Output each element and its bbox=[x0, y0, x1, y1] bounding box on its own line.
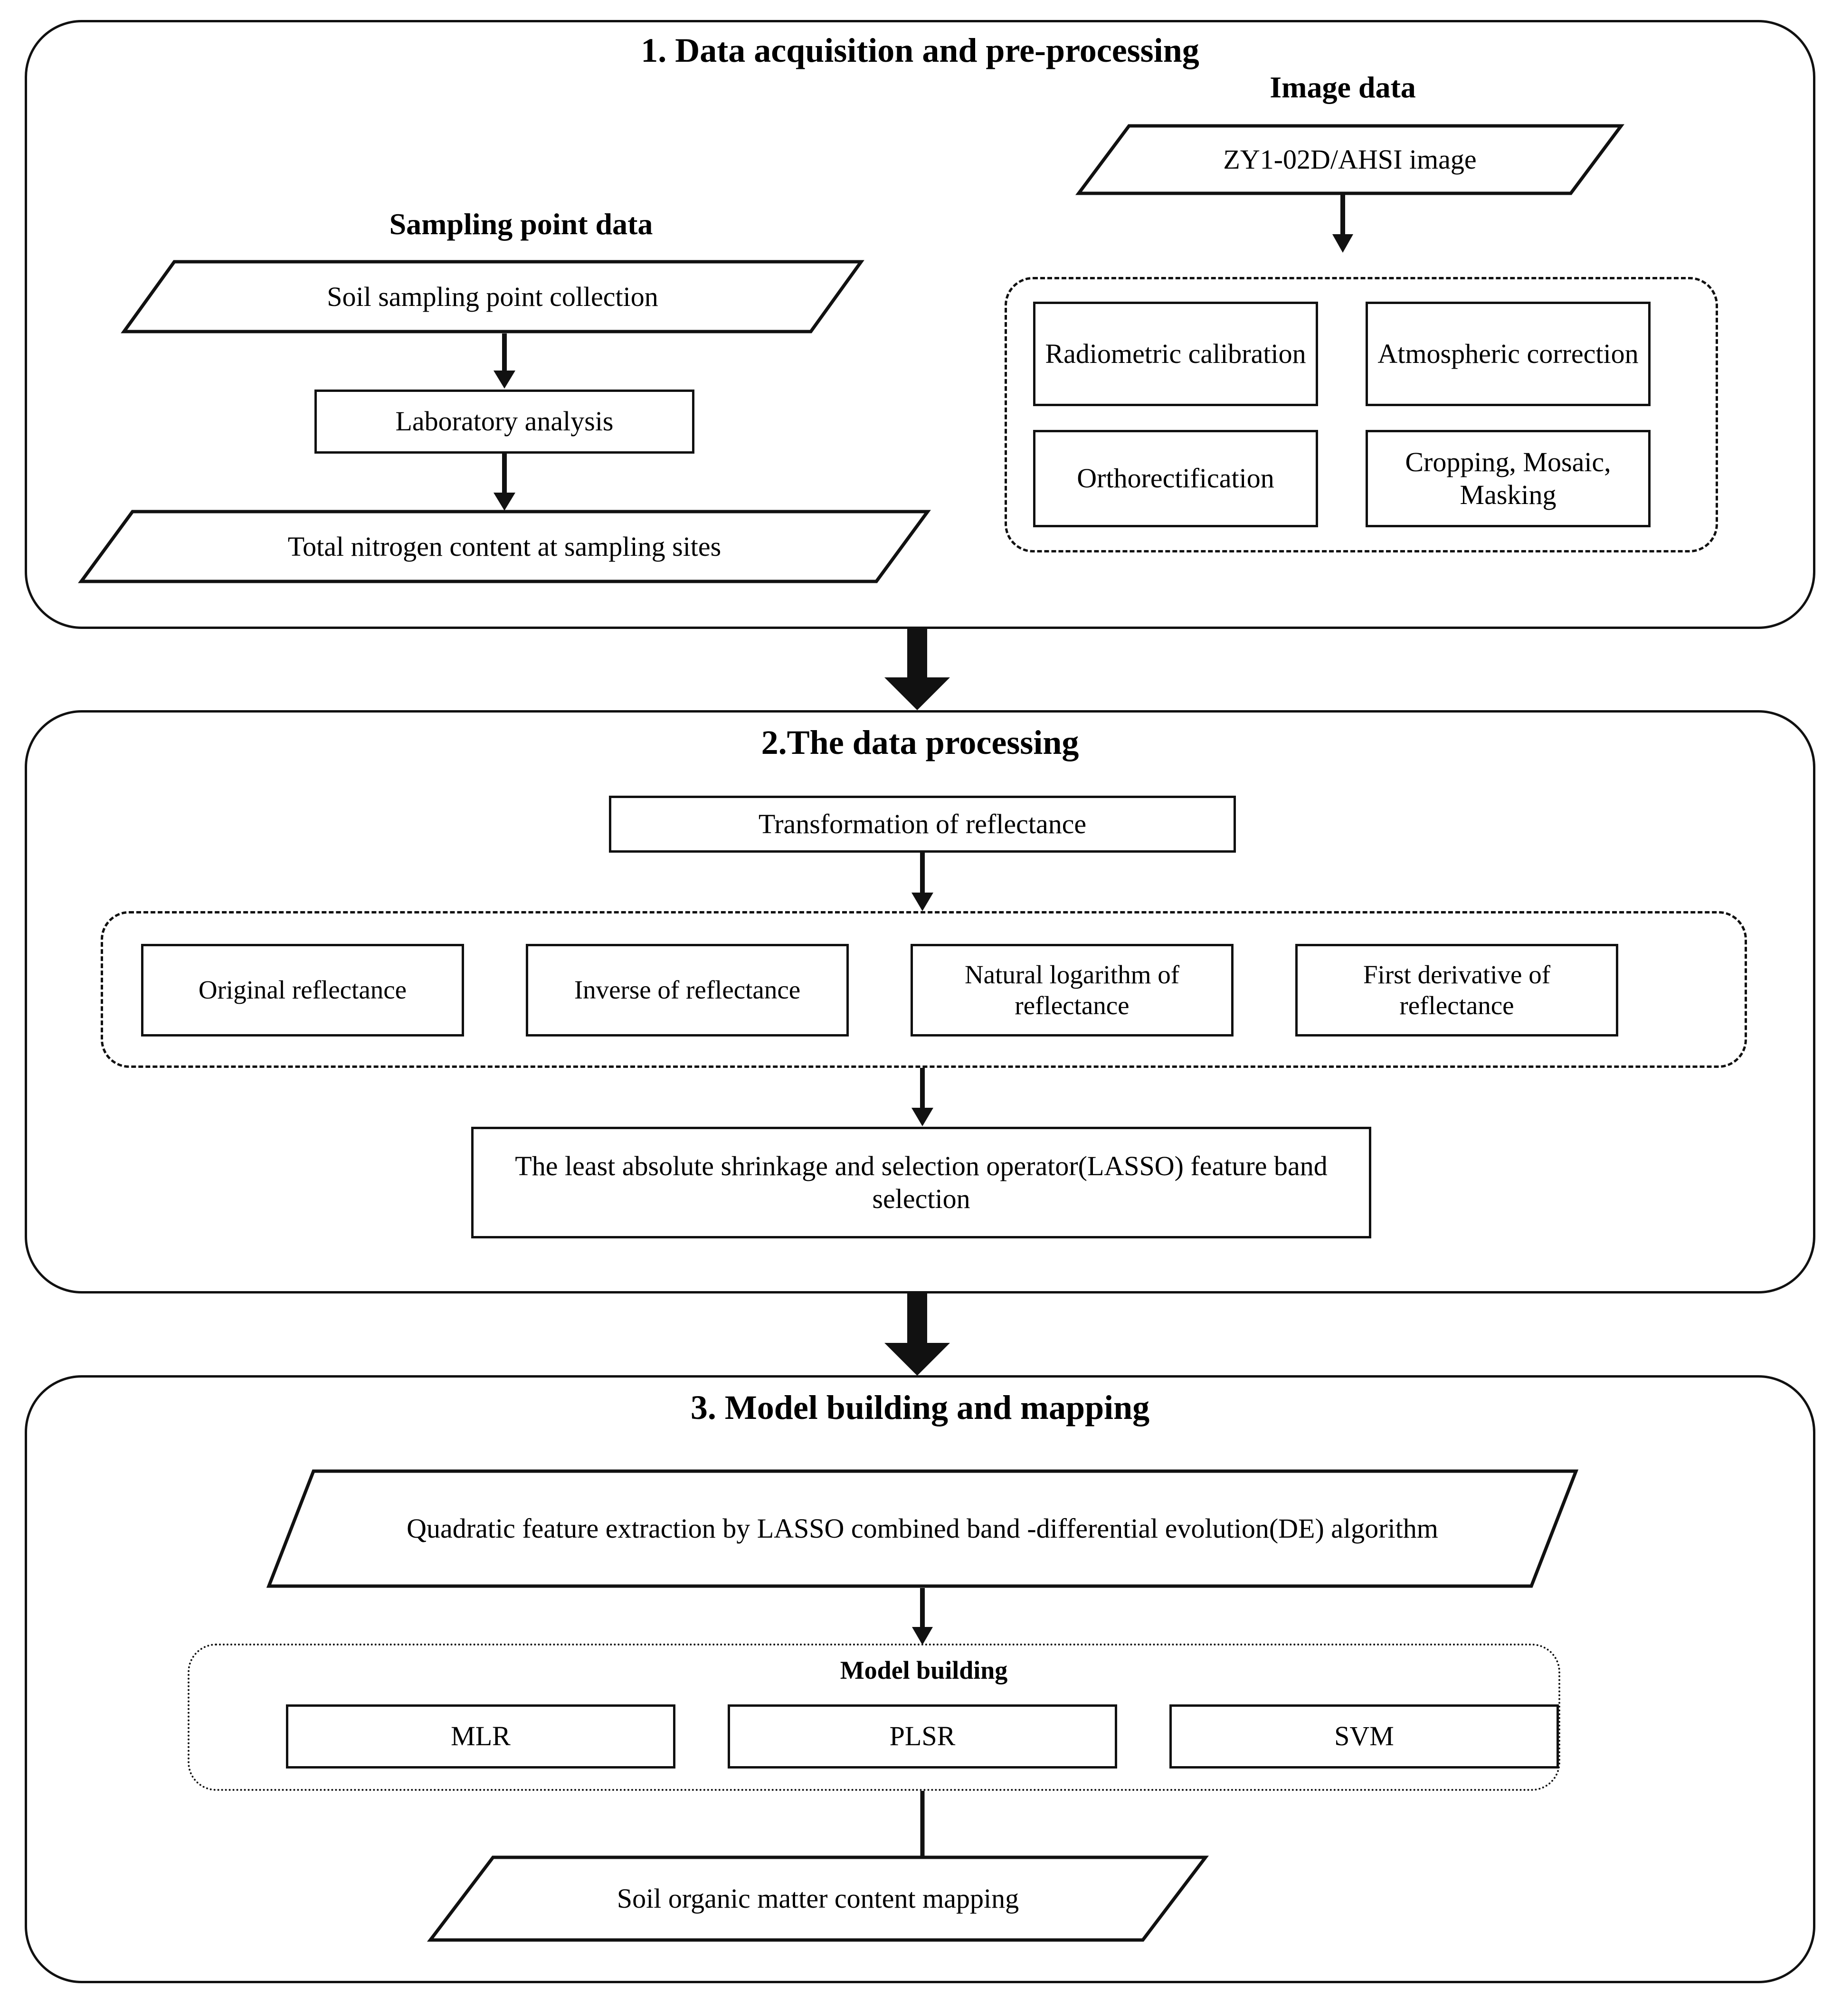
model-plsr-box: PLSR bbox=[728, 1704, 1117, 1769]
inverse-of-reflectance-box: Inverse of reflectance bbox=[526, 944, 849, 1037]
stage-2-title: 2.The data processing bbox=[761, 723, 1079, 761]
original-reflectance-box: Original reflectance bbox=[141, 944, 464, 1037]
first-derivative-of-reflectance-box: First derivative of reflectance bbox=[1295, 944, 1618, 1037]
sampling-point-data-title: Sampling point data bbox=[389, 207, 653, 241]
total-nitrogen-content-shape: Total nitrogen content at sampling sites bbox=[78, 510, 931, 583]
radiometric-calibration-box: Radiometric calibration bbox=[1033, 302, 1318, 406]
arrow-lab-to-nitrogen bbox=[490, 454, 519, 512]
zy1-02d-ahsi-image-label: ZY1-02D/AHSI image bbox=[1223, 144, 1477, 175]
soil-organic-matter-mapping-label: Soil organic matter content mapping bbox=[617, 1883, 1019, 1914]
model-building-group bbox=[188, 1644, 1560, 1791]
soil-sampling-point-collection-shape: Soil sampling point collection bbox=[121, 260, 864, 333]
model-svm-box: SVM bbox=[1169, 1704, 1559, 1769]
stage-1-panel: 1. Data acquisition and pre-processing S… bbox=[25, 20, 1815, 629]
stage-3-panel: 3. Model building and mapping Quadratic … bbox=[25, 1375, 1815, 1983]
cropping-mosaic-masking-box: Cropping, Mosaic, Masking bbox=[1366, 430, 1651, 527]
preprocessing-steps-group bbox=[1005, 277, 1718, 552]
model-mlr-box: MLR bbox=[286, 1704, 675, 1769]
stage-3-title: 3. Model building and mapping bbox=[690, 1388, 1150, 1426]
reflectance-transforms-group bbox=[101, 911, 1747, 1068]
arrow-transforms-to-lasso bbox=[908, 1068, 937, 1127]
arrow-collection-to-lab bbox=[490, 333, 519, 390]
arrow-stage1-to-stage2 bbox=[869, 628, 964, 711]
arrow-transformation-to-transforms bbox=[908, 853, 937, 912]
image-data-title: Image data bbox=[1270, 70, 1416, 104]
total-nitrogen-content-label: Total nitrogen content at sampling sites bbox=[287, 531, 721, 562]
model-building-label: Model building bbox=[840, 1656, 1008, 1684]
stage-1-title: 1. Data acquisition and pre-processing bbox=[641, 31, 1199, 69]
quadratic-feature-extraction-shape: Quadratic feature extraction by LASSO co… bbox=[266, 1469, 1579, 1588]
orthorectification-box: Orthorectification bbox=[1033, 430, 1318, 527]
lasso-feature-band-selection-box: The least absolute shrinkage and selecti… bbox=[471, 1127, 1371, 1238]
atmospheric-correction-box: Atmospheric correction bbox=[1366, 302, 1651, 406]
natural-logarithm-of-reflectance-box: Natural logarithm of reflectance bbox=[911, 944, 1234, 1037]
laboratory-analysis-box: Laboratory analysis bbox=[314, 390, 694, 454]
soil-organic-matter-mapping-shape: Soil organic matter content mapping bbox=[427, 1855, 1209, 1942]
arrow-quadratic-to-model-building bbox=[908, 1588, 937, 1646]
soil-sampling-point-collection-label: Soil sampling point collection bbox=[327, 281, 658, 312]
arrow-stage2-to-stage3 bbox=[869, 1293, 964, 1377]
stage-2-panel: 2.The data processing Transformation of … bbox=[25, 710, 1815, 1293]
zy1-02d-ahsi-image-shape: ZY1-02D/AHSI image bbox=[1075, 124, 1624, 195]
transformation-of-reflectance-box: Transformation of reflectance bbox=[609, 796, 1236, 853]
quadratic-feature-extraction-label: Quadratic feature extraction by LASSO co… bbox=[407, 1513, 1438, 1544]
arrow-image-to-preprocess bbox=[1329, 194, 1357, 254]
